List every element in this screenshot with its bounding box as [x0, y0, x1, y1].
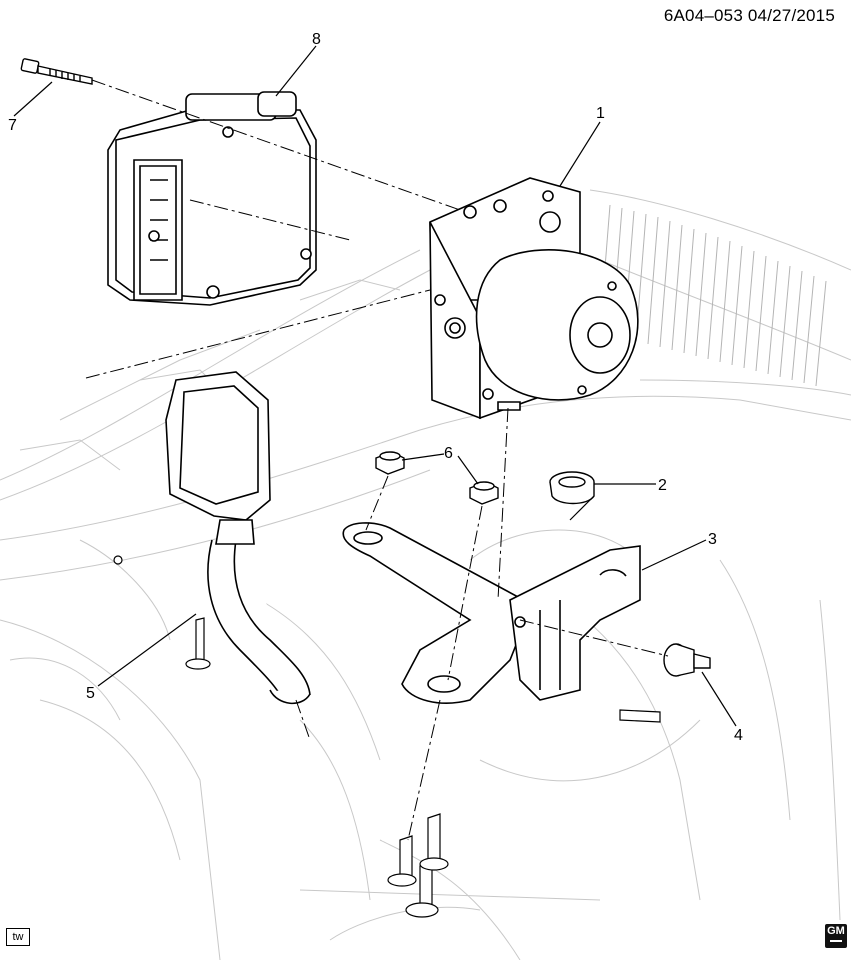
tw-badge: tw: [6, 928, 30, 946]
background-vehicle-structure: [0, 189, 851, 960]
callout-6: 6: [444, 445, 453, 462]
gm-logo-underline: [830, 940, 842, 942]
diagram-reference-code: 6A04–053 04/27/2015: [663, 6, 835, 25]
gm-logo-text: GM: [827, 925, 845, 937]
gm-logo-icon: GM: [825, 924, 847, 948]
callout-5: 5: [86, 685, 95, 702]
callout-8: 8: [312, 31, 321, 48]
bolt-part-7: [20, 58, 93, 85]
harness-connector-part-5: [165, 371, 311, 705]
callout-numbers: 1 2 3 4 5 6 7 8: [8, 31, 743, 744]
bracket-part-3: [342, 522, 641, 704]
alignment-lines: [85, 79, 669, 841]
nut-part-6-b: [469, 481, 499, 505]
lower-mounting-studs: [113, 555, 661, 918]
callout-leaders: [13, 45, 737, 727]
callout-4: 4: [734, 727, 743, 744]
callout-7: 7: [8, 117, 17, 134]
grommet-part-2: [549, 471, 595, 505]
callout-3: 3: [708, 531, 717, 548]
nut-part-6-a: [375, 451, 405, 475]
abs-modulator-part-1: [429, 177, 639, 420]
callout-1: 1: [596, 105, 605, 122]
callout-2: 2: [658, 477, 667, 494]
stud-part-4: [663, 643, 711, 677]
control-module-part-8: [107, 91, 317, 306]
